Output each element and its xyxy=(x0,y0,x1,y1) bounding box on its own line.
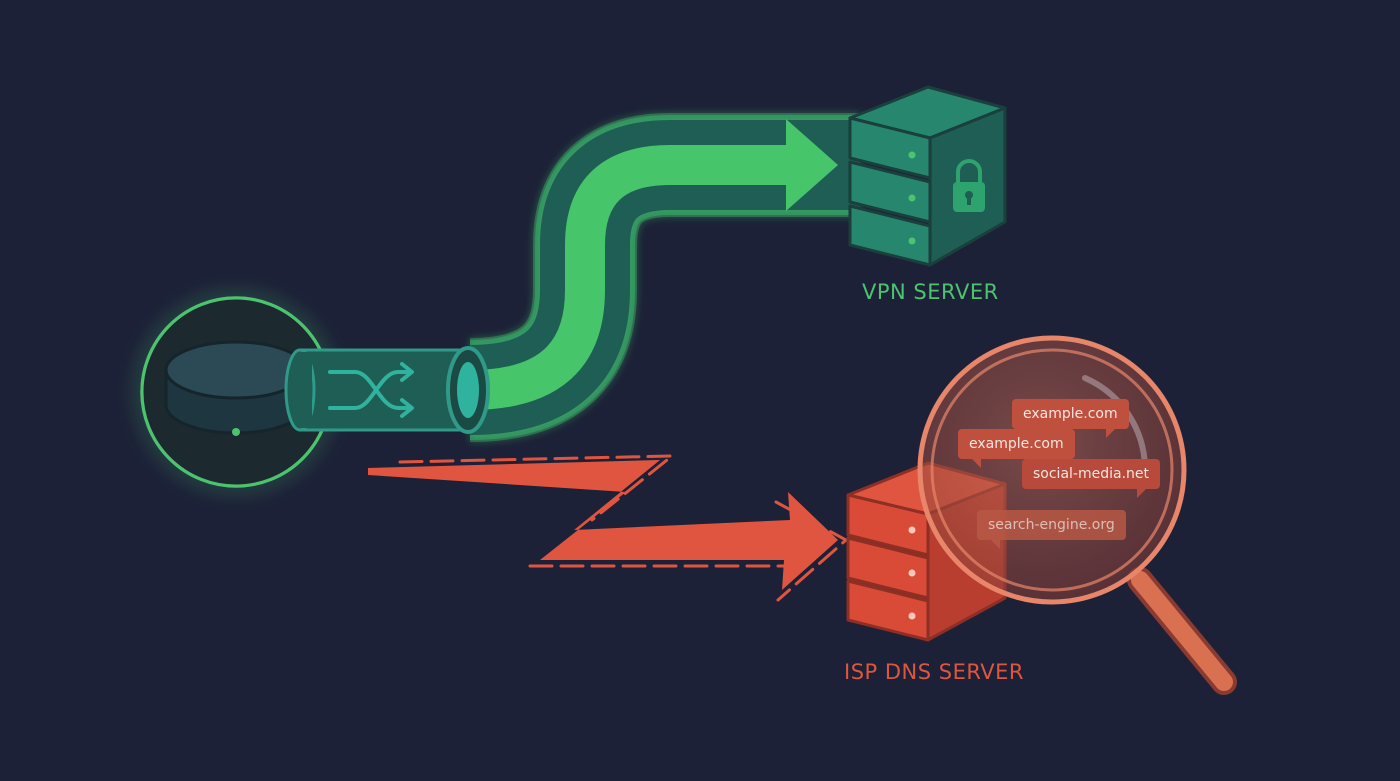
secure-arrow-head xyxy=(786,119,838,211)
dns-query-text: example.com xyxy=(1023,406,1118,422)
router-device-icon xyxy=(164,340,308,436)
encryption-tunnel-cylinder xyxy=(284,346,490,434)
dns-query-bubble: social-media.net xyxy=(1022,459,1160,498)
vpn-server-icon xyxy=(848,85,1007,267)
dns-query-bubble: search-engine.org xyxy=(977,510,1126,549)
dns-query-text: example.com xyxy=(969,436,1064,452)
client-device xyxy=(138,294,334,490)
lock-icon xyxy=(953,159,985,212)
secure-tunnel-path xyxy=(468,113,860,442)
dns-query-bubble: example.com xyxy=(958,429,1075,468)
dns-query-text: social-media.net xyxy=(1033,466,1149,482)
dns-query-bubble: example.com xyxy=(1012,399,1129,438)
dns-query-text: search-engine.org xyxy=(988,517,1115,533)
isp-dns-server-label: ISP DNS SERVER xyxy=(844,660,1025,684)
zigzag-arrow-icon xyxy=(368,454,849,602)
vpn-server-label: VPN SERVER xyxy=(862,280,999,304)
shuffle-arrows-icon xyxy=(328,362,414,418)
